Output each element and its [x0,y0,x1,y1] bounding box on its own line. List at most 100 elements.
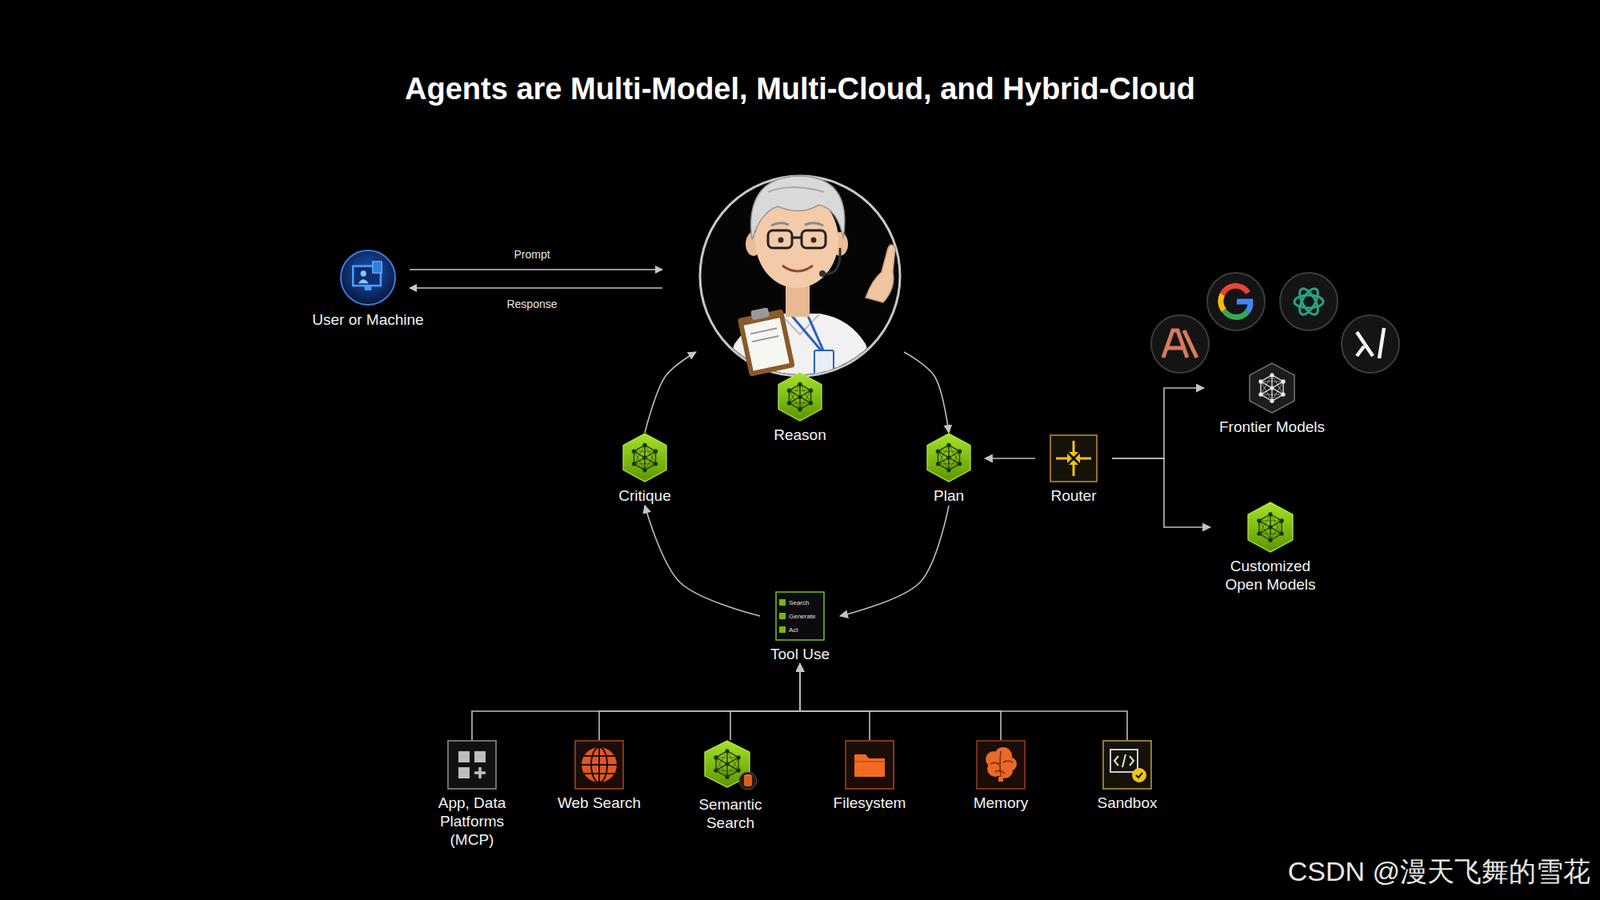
response-arrow [409,287,663,289]
graphic-part [1256,518,1261,523]
graphic-part [948,451,960,471]
node-label: Customized Open Models [1210,557,1331,595]
graphic-part [1259,520,1282,521]
model-node: Customized Open Models [1210,501,1331,595]
anthropic-logo [1151,315,1209,373]
graphic-part [990,751,1013,777]
graphic-part [744,317,790,371]
graphic-part [739,772,757,790]
arrow-label: Prompt [513,248,550,261]
checklist-item: Generate [788,612,816,620]
flow-connector [800,664,1128,740]
node-icon [447,740,497,790]
graphic-part [1260,380,1284,382]
node-label: Memory [973,794,1029,813]
graphic-part [1280,392,1285,397]
graphic-part [1068,452,1079,457]
graphic-part [1280,379,1285,384]
graphic-part [779,612,786,620]
graphic-part [642,443,647,448]
node-label: App, Data Platforms (MCP) [427,794,517,849]
graphic-part [340,250,396,305]
graphic-part [1294,295,1324,308]
graphic-part [1272,381,1284,401]
flow-connector [472,664,800,740]
model-node: Frontier Models [1204,362,1340,437]
graphic-part [358,279,369,284]
graphic-part [633,451,656,452]
plan-node: Plan [912,432,985,506]
flow-connector [730,664,800,740]
graphic-part [632,449,636,454]
graphic-part [1268,538,1272,543]
graphic-part [788,384,800,404]
graphic-part [474,751,486,763]
graphic-part [937,444,949,464]
graphic-part [1356,328,1384,359]
graphic-part [787,400,792,405]
graphic-part [808,316,824,352]
graphic-part [1236,301,1251,312]
graphic-part [778,372,822,421]
reason-node: Reason [696,168,904,445]
graphic-part [751,176,845,240]
graphic-part [372,261,383,273]
node-icon [704,740,757,792]
graphic-part [1256,532,1261,536]
flow-connector [599,664,800,740]
graphic-part [808,400,813,405]
graphic-part [700,176,900,376]
graphic-part [800,390,812,410]
node-label: Reason [773,426,827,445]
graphic-part [642,455,647,460]
graphic-part [792,316,823,352]
graphic-part [1114,754,1134,768]
flow-connector [1112,458,1211,528]
node-icon [1248,362,1296,414]
graphic-part [1259,514,1271,534]
graphic-part [1207,272,1265,331]
graphic-part [1270,520,1282,540]
graphic-part [448,740,496,789]
graphic-part [776,592,824,640]
checklist-item: Search [788,599,809,607]
graphic-part [779,599,786,606]
node-label: Filesystem [833,794,907,813]
graphic-part [854,760,885,763]
graphic-part [724,748,729,753]
graphic-part [1224,310,1248,317]
graphic-part [1068,460,1079,465]
agent-avatar [700,176,900,377]
node-label: Critique [618,487,671,506]
node-label: Semantic Search [688,796,772,833]
graphic-part [808,388,813,393]
graphic-part [768,187,824,192]
tool-node: Filesystem [817,740,922,813]
graphic-part [1258,379,1263,384]
graphic-part [623,433,667,482]
prompt-arrow [409,268,663,271]
flow-connector [840,505,949,616]
graphic-part [819,270,826,277]
graphic-part [927,433,971,482]
graphic-part [727,757,739,777]
graphic-part [737,308,796,376]
graphic-part [1269,372,1274,377]
graphic-part [936,449,940,454]
flow-connector [800,664,1001,740]
graphic-part [797,382,802,387]
graphic-part [713,755,718,760]
graphic-part [1268,524,1272,529]
graphic-part [1269,385,1274,390]
graphic-part [1279,518,1284,523]
graphic-part [976,740,1025,789]
graphic-part [458,767,470,779]
graphic-part [865,244,896,303]
graphic-part [1341,315,1400,373]
graphic-part [814,350,834,375]
node-icon [777,372,823,422]
graphic-part [716,751,728,771]
flow-connector [644,505,760,616]
graphic-part [1248,502,1293,552]
